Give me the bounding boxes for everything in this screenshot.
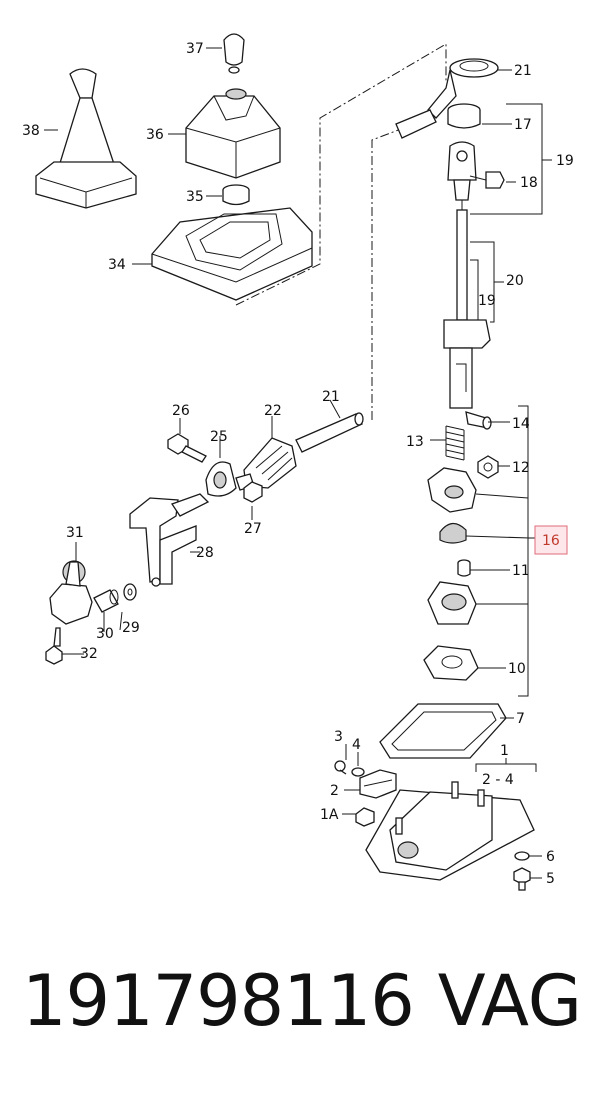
label-28: 28 — [196, 545, 214, 561]
leader-lines — [44, 47, 552, 879]
washer-6 — [514, 851, 530, 861]
shift-boot-36 — [185, 88, 281, 179]
label-27: 27 — [244, 521, 262, 537]
label-21-lower: 21 — [322, 389, 340, 405]
label-25: 25 — [210, 429, 228, 445]
nut-1A — [355, 807, 375, 827]
label-19-upper: 19 — [556, 153, 574, 169]
label-31: 31 — [66, 525, 84, 541]
part-labels: 37 38 36 35 34 21 17 19 18 20 19 14 13 1… — [22, 41, 574, 887]
bushing-30 — [93, 589, 119, 613]
label-32: 32 — [80, 646, 98, 662]
shift-bracket-31 — [49, 560, 93, 625]
label-29: 29 — [122, 620, 140, 636]
label-2: 2 — [330, 783, 339, 799]
washer-4 — [351, 767, 365, 777]
bushing-35 — [222, 184, 250, 206]
label-10: 10 — [508, 661, 526, 677]
console-cover-34 — [151, 207, 313, 301]
bracket-28 — [129, 493, 210, 587]
bolt-32 — [45, 627, 63, 665]
label-7: 7 — [516, 711, 525, 727]
bolt-5 — [513, 867, 531, 891]
label-13: 13 — [406, 434, 424, 450]
housing-1 — [365, 781, 535, 881]
label-19-lower: 19 — [478, 293, 496, 309]
gasket-7 — [379, 703, 507, 759]
shift-lever-21-upper — [395, 58, 499, 139]
shift-boot-38 — [35, 68, 137, 209]
label-1: 1 — [500, 743, 509, 759]
label-30: 30 — [96, 626, 114, 642]
spring-13 — [445, 425, 465, 461]
label-22: 22 — [264, 403, 282, 419]
label-17: 17 — [514, 117, 532, 133]
exploded-parts-diagram: 37 38 36 35 34 21 17 19 18 20 19 14 13 1… — [22, 33, 574, 891]
clip-2 — [359, 769, 397, 799]
nut-27 — [243, 481, 263, 503]
shift-rod-20 — [443, 209, 491, 409]
linkage-dash-line-lower — [371, 117, 431, 420]
ring-17 — [447, 103, 481, 129]
gear-knob-37 — [223, 33, 245, 74]
label-21-upper: 21 — [514, 63, 532, 79]
bolt-26 — [167, 433, 207, 463]
label-6: 6 — [546, 849, 555, 865]
screw-3 — [334, 760, 347, 775]
label-20: 20 — [506, 273, 524, 289]
shift-rod-21-lower — [295, 412, 364, 453]
label-38: 38 — [22, 123, 40, 139]
label-37: 37 — [186, 41, 204, 57]
label-36: 36 — [146, 127, 164, 143]
part-number: 191798116 — [22, 960, 415, 1042]
bracket-16 — [427, 467, 529, 513]
label-5: 5 — [546, 871, 555, 887]
plate-10 — [423, 645, 506, 681]
label-34: 34 — [108, 257, 126, 273]
label-3: 3 — [334, 729, 343, 745]
label-18: 18 — [520, 175, 538, 191]
label-12: 12 — [512, 460, 530, 476]
nut-12 — [477, 455, 499, 479]
linkage-dash-line — [235, 43, 447, 306]
pin-14 — [465, 411, 492, 430]
label-2-4: 2 - 4 — [482, 772, 514, 788]
shift-joint-19 — [447, 141, 505, 201]
label-11: 11 — [512, 563, 530, 579]
label-26: 26 — [172, 403, 190, 419]
ball-cap — [439, 522, 531, 544]
washer-29 — [123, 583, 137, 601]
label-4: 4 — [352, 737, 361, 753]
label-35: 35 — [186, 189, 204, 205]
label-16-highlight — [534, 525, 568, 555]
brand-name: VAG — [437, 960, 582, 1042]
label-16[interactable]: 16 — [542, 533, 560, 549]
label-14: 14 — [512, 416, 530, 432]
footer: 191798116 VAG — [0, 960, 600, 1070]
bushing-11 — [457, 559, 471, 577]
clamp-25 — [205, 461, 237, 497]
guide-lower — [427, 581, 528, 625]
boot-joint-22 — [235, 437, 297, 491]
label-1A: 1A — [320, 807, 339, 823]
